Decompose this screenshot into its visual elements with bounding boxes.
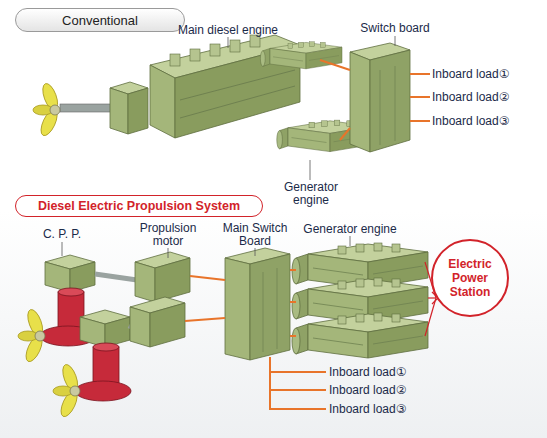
shaft-generator: [260, 42, 342, 69]
cpp-unit: [105, 317, 130, 347]
propulsion-motor: [150, 303, 185, 347]
cpp-unit: [93, 343, 119, 351]
load-label: Inboard load①: [329, 366, 439, 379]
generator-engine: [292, 313, 428, 358]
propeller: [18, 308, 46, 364]
circle-outline: [432, 240, 508, 316]
propeller: [53, 363, 81, 419]
propeller: [18, 308, 46, 364]
cpp-unit: [80, 317, 105, 347]
cpp-unit: [75, 310, 131, 401]
part-label: Main Switch Board: [216, 222, 294, 248]
power-wire: [410, 96, 430, 98]
power-wire: [185, 270, 326, 409]
main-engine: [180, 86, 295, 118]
main-engine: [170, 54, 180, 66]
node-text: Diesel Electric Propulsion System: [38, 199, 240, 213]
leader-line: [62, 236, 350, 258]
cpp-unit: [70, 262, 95, 292]
load-label: Inboard load③: [432, 115, 542, 128]
main-switch-board: [225, 258, 250, 360]
leader-line: [168, 248, 169, 258]
switch-board: [350, 43, 410, 152]
main-engine: [180, 70, 295, 100]
station-circle: Electric Power Station: [430, 238, 510, 318]
part-label: Generator engine: [298, 223, 402, 236]
cpp-unit: [58, 288, 84, 296]
part-label: Main diesel engine: [168, 24, 288, 37]
shaft-generator: [260, 42, 342, 69]
power-wire: [290, 335, 296, 337]
switch-board: [350, 52, 370, 152]
propulsion-motor: [135, 262, 155, 302]
main-engine: [190, 49, 200, 61]
propulsion-motor: [135, 252, 190, 302]
main-switch-board: [250, 254, 290, 360]
power-wire: [270, 389, 326, 391]
propeller: [33, 82, 61, 138]
switch-board: [370, 50, 410, 152]
part-label: Propulsion motor: [134, 222, 202, 248]
power-wire: [410, 73, 430, 75]
propulsion-motor: [130, 307, 150, 347]
load-label: Inboard load③: [329, 403, 439, 416]
power-wire: [270, 357, 326, 409]
gearbox: [110, 82, 148, 134]
leader-line: [228, 37, 229, 48]
propeller: [53, 363, 81, 419]
main-switch-board: [263, 272, 264, 352]
gearbox: [128, 88, 148, 134]
main-switch-board: [277, 268, 278, 349]
part-label: Switch board: [352, 22, 438, 35]
load-label: Inboard load②: [432, 91, 542, 104]
power-station-bracket: [425, 298, 436, 336]
power-wire: [410, 120, 430, 122]
drive-shaft: [95, 274, 137, 280]
generator-engine: [292, 313, 428, 358]
node-text: Electric Power Station: [439, 257, 501, 299]
leader-line: [350, 236, 351, 246]
power-wire: [340, 128, 350, 140]
power-wire: [290, 301, 296, 303]
part-label: C. P. P.: [37, 228, 87, 241]
power-wire: [270, 371, 326, 373]
section-tab: Conventional: [15, 8, 185, 32]
main-engine: [230, 40, 240, 52]
power-wire: [190, 276, 225, 280]
leader-line: [395, 36, 396, 46]
section-tab: Diesel Electric Propulsion System: [15, 195, 263, 217]
load-label: Inboard load②: [329, 384, 439, 397]
leader-line: [62, 242, 63, 256]
switch-board: [380, 70, 381, 145]
main-switch-board: [225, 248, 290, 360]
leader-line: [228, 36, 395, 180]
power-wire: [320, 60, 350, 70]
switch-board: [395, 66, 396, 141]
propulsion-motor: [130, 297, 185, 347]
load-label: Inboard load①: [432, 68, 542, 81]
leader-line: [310, 160, 311, 180]
cpp-unit: [75, 381, 131, 401]
part-label: Generator engine: [280, 181, 342, 207]
gearbox: [110, 88, 128, 134]
power-wire: [185, 318, 225, 321]
power-wire: [320, 60, 430, 140]
node-text: Conventional: [62, 13, 138, 28]
main-engine: [150, 65, 175, 138]
propulsion-motor: [155, 258, 190, 302]
leader-line: [255, 248, 256, 256]
cpp-unit: [45, 262, 70, 292]
main-engine: [210, 44, 220, 56]
propeller: [33, 82, 61, 138]
power-wire: [290, 269, 296, 271]
power-station-bracket: [428, 297, 436, 298]
